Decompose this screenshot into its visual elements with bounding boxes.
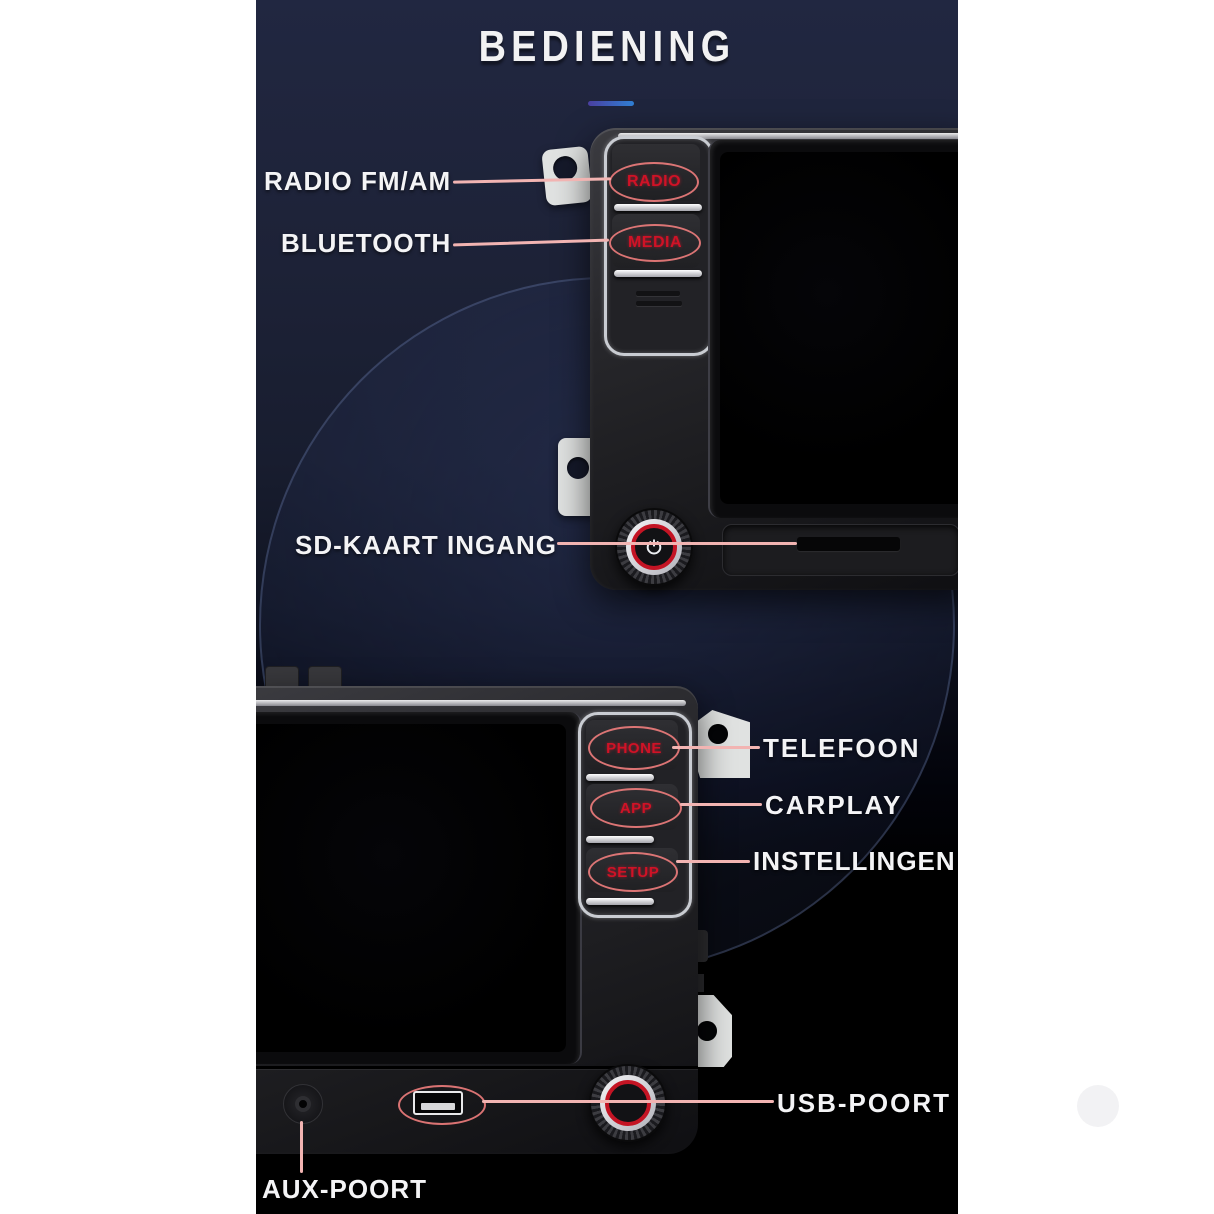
- mounting-bracket-right-top: [692, 710, 750, 778]
- callout-line: [672, 746, 760, 749]
- top-radio-chrome-trim: [618, 133, 958, 139]
- callout-aux-poort: AUX-POORT: [262, 1174, 427, 1204]
- callout-telefoon: TELEFOON: [763, 733, 921, 763]
- media-button-label: MEDIA: [627, 234, 683, 251]
- chrome-divider: [586, 898, 654, 905]
- page-title: BEDIENING: [478, 22, 736, 71]
- app-button-highlight-oval: APP: [590, 788, 682, 828]
- callout-line-vertical: [300, 1121, 303, 1173]
- app-button-label: APP: [619, 799, 653, 817]
- callout-radio-fm-am: RADIO FM/AM: [264, 166, 452, 196]
- knob-red-ring: [605, 1080, 651, 1126]
- callout-line: [482, 1100, 774, 1103]
- callout-instellingen: INSTELLINGEN: [753, 846, 956, 876]
- vent-grille: [636, 291, 680, 296]
- callout-usb-poort: USB-POORT: [777, 1088, 951, 1118]
- callout-line: [676, 860, 750, 863]
- faint-margin-circle: [1077, 1085, 1119, 1127]
- knob-red-ring: [631, 524, 677, 570]
- chrome-divider: [586, 836, 654, 843]
- top-screen: [720, 152, 958, 504]
- callout-carplay: CARPLAY: [765, 790, 903, 820]
- aux-jack-hole: [295, 1096, 311, 1112]
- mounting-hole: [567, 457, 589, 479]
- mounting-hole: [697, 1021, 717, 1041]
- chrome-divider: [614, 204, 702, 211]
- mounting-tab-top: [541, 145, 593, 207]
- mounting-hole: [708, 724, 728, 744]
- phone-button-label: PHONE: [606, 739, 662, 757]
- radio-button-highlight-oval: RADIO: [609, 162, 699, 202]
- chrome-divider: [586, 774, 654, 781]
- bottom-radio-chrome-trim: [256, 700, 686, 706]
- title-underline: [588, 101, 634, 106]
- media-button-highlight-oval: MEDIA: [609, 224, 701, 262]
- callout-sd-kaart: SD-KAART INGANG: [295, 530, 557, 560]
- radio-button-label: RADIO: [626, 173, 682, 190]
- usb-port-highlight-oval: [398, 1085, 486, 1125]
- phone-button-highlight-oval: PHONE: [588, 726, 680, 770]
- aux-jack: [283, 1084, 323, 1124]
- power-volume-knob: [615, 508, 693, 586]
- chrome-divider: [614, 270, 702, 277]
- vent-grille: [636, 301, 682, 306]
- sd-card-slot: [797, 537, 900, 551]
- callout-bluetooth: BLUETOOTH: [281, 228, 452, 258]
- setup-button-highlight-oval: SETUP: [588, 852, 678, 892]
- callout-line: [452, 238, 610, 247]
- bottom-screen: [256, 724, 566, 1052]
- content-strip: BEDIENING RADIO MEDIA: [256, 0, 958, 1214]
- setup-button-label: SETUP: [606, 863, 660, 881]
- knob-chrome-ring: [600, 1075, 656, 1131]
- power-icon: [646, 539, 662, 555]
- bottom-volume-knob: [589, 1064, 667, 1142]
- front-panel-groove: [256, 1066, 698, 1069]
- callout-line: [680, 803, 762, 806]
- callout-line: [557, 542, 797, 545]
- knob-chrome-ring: [626, 519, 682, 575]
